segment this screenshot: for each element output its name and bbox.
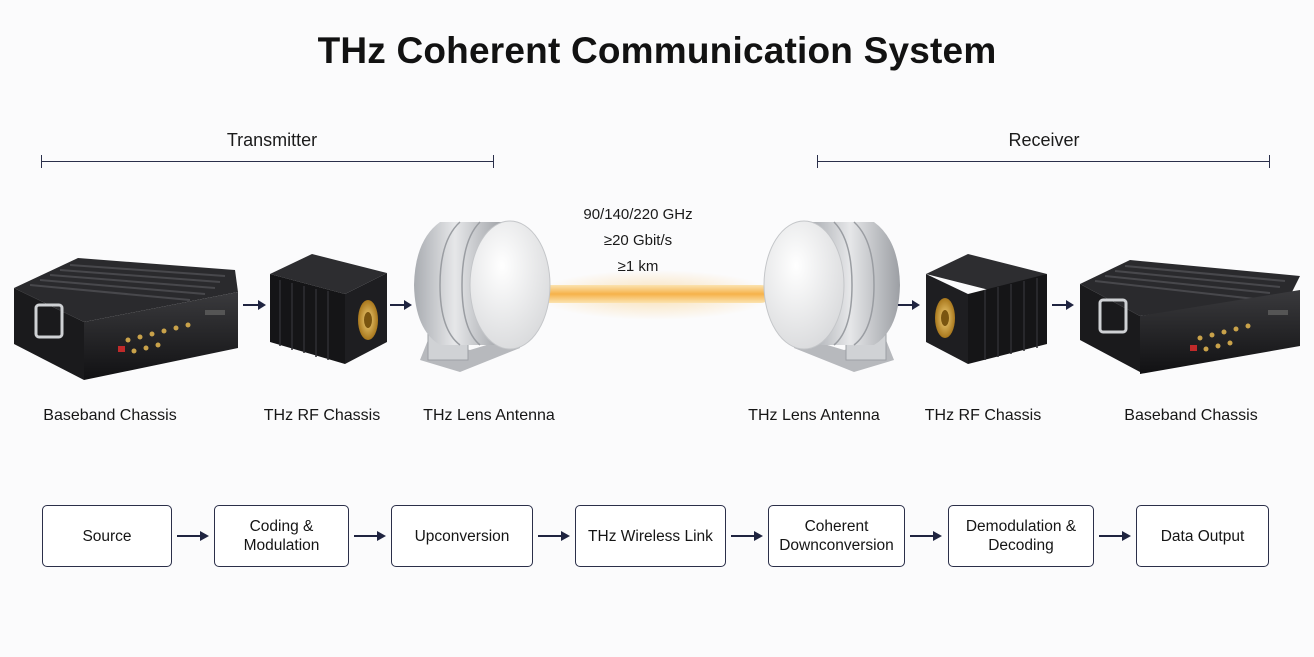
flow-step-upconversion: Upconversion: [391, 505, 533, 567]
arrow-right-icon: [1099, 531, 1131, 541]
receiver-bracket: [817, 155, 1270, 168]
flow-step-text: Data Output: [1160, 527, 1245, 545]
transmitter-bracket: [41, 155, 494, 168]
arrow-right-icon: [910, 531, 942, 541]
page-title: THz Coherent Communication System: [317, 30, 997, 71]
flow-step-data-output: Data Output: [1136, 505, 1269, 567]
arrow-right-icon: [898, 300, 920, 310]
flow-step-text: Coherent: [804, 518, 869, 535]
arrow-right-icon: [1052, 300, 1074, 310]
baseband-chassis-icon: [14, 258, 238, 380]
arrow-right-icon: [243, 300, 266, 310]
flow-step-source: Source: [42, 505, 172, 567]
baseband-chassis-icon: [1080, 260, 1300, 374]
device-label-baseband-tx: Baseband Chassis: [43, 407, 177, 424]
device-label-antenna-tx: THz Lens Antenna: [423, 407, 555, 424]
lens-antenna-icon: [763, 220, 900, 372]
flow-step-text: Demodulation &: [965, 518, 1077, 535]
section-label-receiver: Receiver: [1008, 130, 1080, 150]
device-label-baseband-rx: Baseband Chassis: [1124, 407, 1258, 424]
thz-beam: [535, 270, 775, 320]
arrow-right-icon: [354, 531, 386, 541]
section-label-transmitter: Transmitter: [226, 130, 318, 150]
flow-step-coding-modulation: Coding & Modulation: [214, 505, 349, 567]
arrow-right-icon: [538, 531, 570, 541]
arrow-right-icon: [390, 300, 412, 310]
spec-frequency: 90/140/220 GHz: [583, 206, 693, 223]
flow-step-text: Upconversion: [414, 527, 510, 545]
flow-step-thz-wireless-link: THz Wireless Link: [575, 505, 726, 567]
flow-step-text: Source: [82, 527, 132, 545]
spec-rate: ≥20 Gbit/s: [603, 232, 673, 249]
flow-step-text: Downconversion: [779, 537, 894, 554]
arrow-right-icon: [731, 531, 763, 541]
flow-step-demodulation-decoding: Demodulation & Decoding: [948, 505, 1094, 567]
device-label-antenna-rx: THz Lens Antenna: [748, 407, 880, 424]
flow-step-text: Coding &: [249, 518, 314, 535]
rf-chassis-icon: [270, 254, 387, 364]
flow-step-text: THz Wireless Link: [588, 527, 713, 545]
device-label-rf-rx: THz RF Chassis: [924, 407, 1042, 424]
rf-chassis-icon: [926, 254, 1047, 364]
flow-step-text: Decoding: [988, 537, 1054, 554]
flow-step-text: Modulation: [243, 537, 320, 554]
arrow-right-icon: [177, 531, 209, 541]
lens-antenna-icon: [414, 220, 551, 372]
device-label-rf-tx: THz RF Chassis: [263, 407, 381, 424]
